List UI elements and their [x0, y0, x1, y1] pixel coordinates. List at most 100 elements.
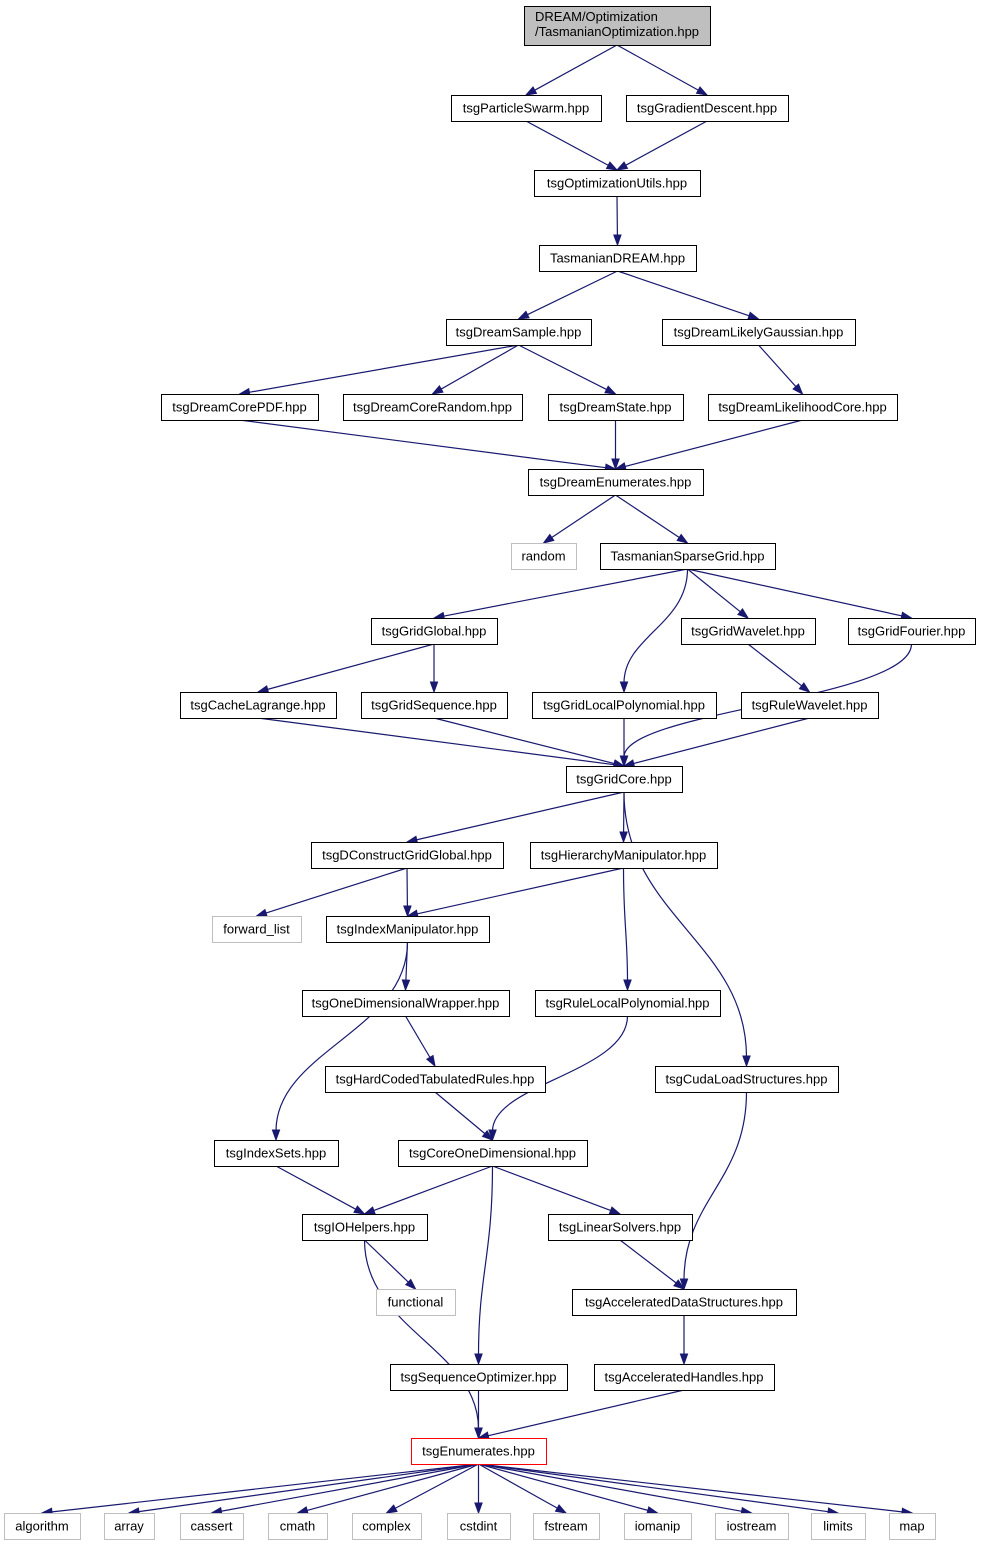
node-core1d[interactable]: tsgCoreOneDimensional.hpp [398, 1140, 588, 1167]
edge-gseq-to-gcore [433, 717, 626, 768]
node-gglobal[interactable]: tsgGridGlobal.hpp [371, 618, 498, 645]
node-cudaload[interactable]: tsgCudaLoadStructures.hpp [655, 1066, 839, 1093]
edge-line [478, 1463, 559, 1510]
node-dlikecore[interactable]: tsgDreamLikelihoodCore.hpp [708, 394, 898, 421]
edge-line [275, 1165, 357, 1211]
edge-line [758, 344, 797, 388]
edge-sparsegrid-to-glocalpoly [619, 568, 689, 694]
node-gcore[interactable]: tsgGridCore.hpp [566, 766, 683, 793]
node-rlocalpoly[interactable]: tsgRuleLocalPolynomial.hpp [535, 990, 721, 1017]
node-map[interactable]: map [889, 1513, 936, 1540]
node-acchandles[interactable]: tsgAcceleratedHandles.hpp [594, 1364, 775, 1391]
node-gseq[interactable]: tsgGridSequence.hpp [361, 692, 508, 719]
arrowhead [296, 1506, 309, 1515]
node-onedwrap[interactable]: tsgOneDimensionalWrapper.hpp [302, 990, 510, 1017]
node-gfourier[interactable]: tsgGridFourier.hpp [848, 618, 976, 645]
edge-dsample-to-dstate [518, 344, 617, 395]
node-indexmanip[interactable]: tsgIndexManipulator.hpp [326, 916, 490, 943]
edge-line [440, 344, 519, 391]
edge-gcore-to-dconstruct [405, 791, 625, 844]
node-root[interactable]: DREAM/Optimization/TasmanianOptimization… [524, 6, 711, 46]
arrowhead [524, 86, 538, 96]
node-iohelpers[interactable]: tsgIOHelpers.hpp [302, 1214, 428, 1241]
edge-enum-to-map [478, 1463, 914, 1517]
edge-enum-to-algorithm [40, 1463, 479, 1517]
edge-line [478, 1463, 649, 1512]
node-functional[interactable]: functional [376, 1289, 456, 1316]
edge-acchandles-to-enum [477, 1389, 685, 1440]
node-hiermanip[interactable]: tsgHierarchyManipulator.hpp [530, 842, 718, 869]
node-cachelag[interactable]: tsgCacheLagrange.hpp [180, 692, 337, 719]
node-box [268, 1513, 328, 1540]
edge-dlikecore-to-denum [614, 419, 803, 471]
edge-enum-to-complex [385, 1463, 479, 1514]
node-enum[interactable]: tsgEnumerates.hpp [411, 1438, 547, 1465]
node-box [848, 618, 976, 645]
arrowhead [792, 383, 804, 396]
node-dlikelygauss[interactable]: tsgDreamLikelyGaussian.hpp [662, 319, 856, 346]
node-dsample[interactable]: tsgDreamSample.hpp [446, 319, 592, 346]
node-box [662, 319, 856, 346]
node-label: iostream [727, 1519, 777, 1534]
node-dcorepdf[interactable]: tsgDreamCorePDF.hpp [161, 394, 319, 421]
node-label: tsgRuleWavelet.hpp [752, 698, 868, 713]
node-fwdlist[interactable]: forward_list [212, 916, 302, 943]
node-hardcoded[interactable]: tsgHardCodedTabulatedRules.hpp [325, 1066, 546, 1093]
node-label: complex [362, 1519, 411, 1534]
node-label: tsgOptimizationUtils.hpp [547, 176, 687, 191]
node-gradient[interactable]: tsgGradientDescent.hpp [626, 95, 789, 122]
arrowhead [679, 1278, 689, 1291]
edge-rlocalpoly-to-core1d [488, 1015, 629, 1142]
node-dcorerandom[interactable]: tsgDreamCoreRandom.hpp [343, 394, 523, 421]
edge-line [50, 1463, 479, 1513]
node-box [889, 1513, 936, 1540]
edge-line [747, 643, 803, 687]
node-glocalpoly[interactable]: tsgGridLocalPolynomial.hpp [532, 692, 717, 719]
edge-iohelpers-to-functional [364, 1239, 417, 1291]
node-accdata[interactable]: tsgAcceleratedDataStructures.hpp [572, 1289, 797, 1316]
node-iostream[interactable]: iostream [715, 1513, 789, 1540]
edge-dsample-to-dcorepdf [238, 344, 519, 397]
node-label-line-2: /TasmanianOptimization.hpp [535, 24, 699, 39]
node-box [325, 1066, 546, 1093]
node-label: functional [388, 1295, 444, 1310]
edge-line [372, 1165, 493, 1212]
edge-line [364, 1239, 410, 1284]
node-cmath[interactable]: cmath [268, 1513, 328, 1540]
node-fstream[interactable]: fstream [533, 1513, 600, 1540]
node-cassert[interactable]: cassert [180, 1513, 244, 1540]
node-dream[interactable]: TasmanianDREAM.hpp [539, 245, 697, 272]
node-seqopt[interactable]: tsgSequenceOptimizer.hpp [390, 1364, 568, 1391]
arrowhead [255, 908, 268, 917]
edge-dsample-to-dcorerandom [431, 344, 519, 395]
node-linsolvers[interactable]: tsgLinearSolvers.hpp [548, 1214, 693, 1241]
node-box [376, 1289, 456, 1316]
node-limits[interactable]: limits [811, 1513, 866, 1540]
edge-line [478, 1463, 743, 1513]
node-particle[interactable]: tsgParticleSwarm.hpp [451, 95, 602, 122]
node-label: tsgGridSequence.hpp [371, 698, 497, 713]
node-array[interactable]: array [104, 1513, 155, 1540]
node-rwavelet[interactable]: tsgRuleWavelet.hpp [741, 692, 879, 719]
edge-line [404, 1015, 431, 1059]
node-random[interactable]: random [511, 543, 577, 570]
node-optutils[interactable]: tsgOptimizationUtils.hpp [534, 170, 701, 197]
edge-dlikelygauss-to-dlikecore [758, 344, 804, 396]
node-dconstruct[interactable]: tsgDConstructGridGlobal.hpp [311, 842, 504, 869]
node-cstdint[interactable]: cstdint [447, 1513, 511, 1540]
node-label: tsgDreamCorePDF.hpp [172, 400, 306, 415]
node-label: tsgDreamState.hpp [559, 400, 671, 415]
node-complex[interactable]: complex [352, 1513, 422, 1540]
node-dstate[interactable]: tsgDreamState.hpp [548, 394, 684, 421]
node-box [594, 1364, 775, 1391]
node-iomanip[interactable]: iomanip [624, 1513, 692, 1540]
node-gwavelet[interactable]: tsgGridWavelet.hpp [681, 618, 816, 645]
node-indexsets[interactable]: tsgIndexSets.hpp [214, 1140, 339, 1167]
node-sparsegrid[interactable]: TasmanianSparseGrid.hpp [600, 543, 776, 570]
edge-line [526, 270, 618, 316]
edge-gcore-to-cudaload [623, 791, 751, 1068]
arrowhead [474, 1427, 483, 1440]
node-denum[interactable]: tsgDreamEnumerates.hpp [528, 469, 704, 496]
node-algorithm[interactable]: algorithm [4, 1513, 81, 1540]
node-label: tsgDConstructGridGlobal.hpp [322, 848, 492, 863]
